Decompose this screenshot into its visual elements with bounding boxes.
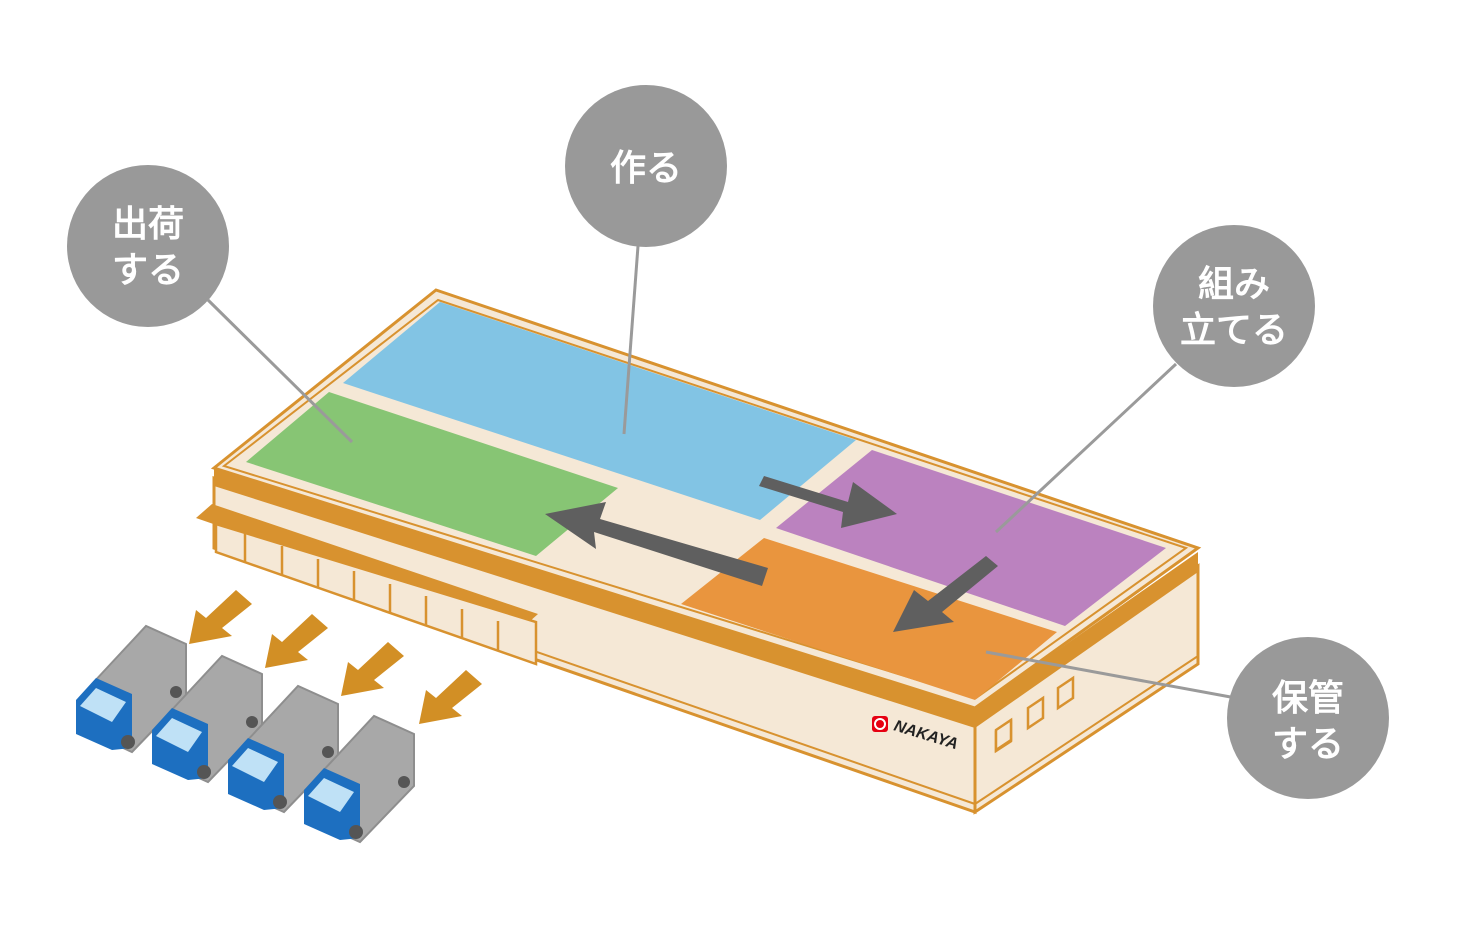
bubble xyxy=(67,165,229,327)
label-bubble-store: 保管 する xyxy=(1227,637,1389,799)
leader-line-ship xyxy=(206,298,354,444)
truck-wheel xyxy=(398,776,410,788)
bubble xyxy=(1227,637,1389,799)
label-bubble-make: 作る xyxy=(565,85,727,247)
leader-line-assemble xyxy=(994,362,1178,534)
dock-bays xyxy=(243,533,500,650)
label-store-line2: する xyxy=(1272,724,1344,765)
truck xyxy=(304,714,415,844)
zone-assemble xyxy=(776,450,1166,626)
shipping-arrow xyxy=(419,670,482,724)
roof-inner-border xyxy=(221,298,1189,700)
trucks xyxy=(76,624,415,844)
truck-wheel xyxy=(170,686,182,698)
leader-line-store xyxy=(985,650,1237,700)
truck-wheel xyxy=(246,716,258,728)
shipping-arrows xyxy=(189,590,482,724)
truck-wheel xyxy=(322,746,334,758)
side-window xyxy=(1026,695,1045,731)
truck-wheel xyxy=(197,765,211,779)
zone-store xyxy=(681,538,1057,700)
truck xyxy=(76,624,187,754)
shipping-arrow xyxy=(265,614,328,668)
label-assemble-line1: 組み xyxy=(1198,264,1270,305)
label-ship-line1: 出荷 xyxy=(112,204,184,245)
label-bubble-assemble: 組み 立てる xyxy=(1153,225,1315,387)
truck-windshield xyxy=(232,748,278,782)
logo-mark-inner xyxy=(874,718,886,730)
bubble xyxy=(565,85,727,247)
building-eaves-side xyxy=(975,552,1198,728)
truck-wheel xyxy=(121,735,135,749)
label-ship-line2: する xyxy=(112,250,184,291)
truck-wheel xyxy=(349,825,363,839)
label-make: 作る xyxy=(610,148,682,189)
truck-wheel xyxy=(273,795,287,809)
label-assemble-line2: 立てる xyxy=(1180,310,1288,351)
shipping-arrow xyxy=(341,642,404,696)
label-bubble-ship: 出荷 する xyxy=(67,165,229,327)
leader-lines xyxy=(206,245,1237,700)
truck-windshield xyxy=(80,688,126,722)
side-window xyxy=(994,717,1013,753)
leader-line-make xyxy=(622,245,640,435)
building-base-line-side xyxy=(974,655,1199,805)
side-window xyxy=(1056,675,1075,711)
truck-windshield xyxy=(308,778,354,812)
truck-windshield xyxy=(156,718,202,752)
arrow-store-to-ship xyxy=(545,502,768,586)
label-store-line1: 保管 xyxy=(1272,678,1344,719)
side-windows xyxy=(994,675,1075,754)
arrow-make-to-assemble xyxy=(759,476,897,528)
building-eaves-front xyxy=(214,468,975,728)
zone-ship xyxy=(246,392,618,556)
arrow-assemble-to-store xyxy=(893,556,998,632)
flow-arrows xyxy=(545,476,998,632)
shipping-arrow xyxy=(189,590,252,644)
bubble xyxy=(1153,225,1315,387)
dock-wall xyxy=(214,522,538,666)
truck xyxy=(228,684,339,814)
zone-make xyxy=(343,302,856,520)
